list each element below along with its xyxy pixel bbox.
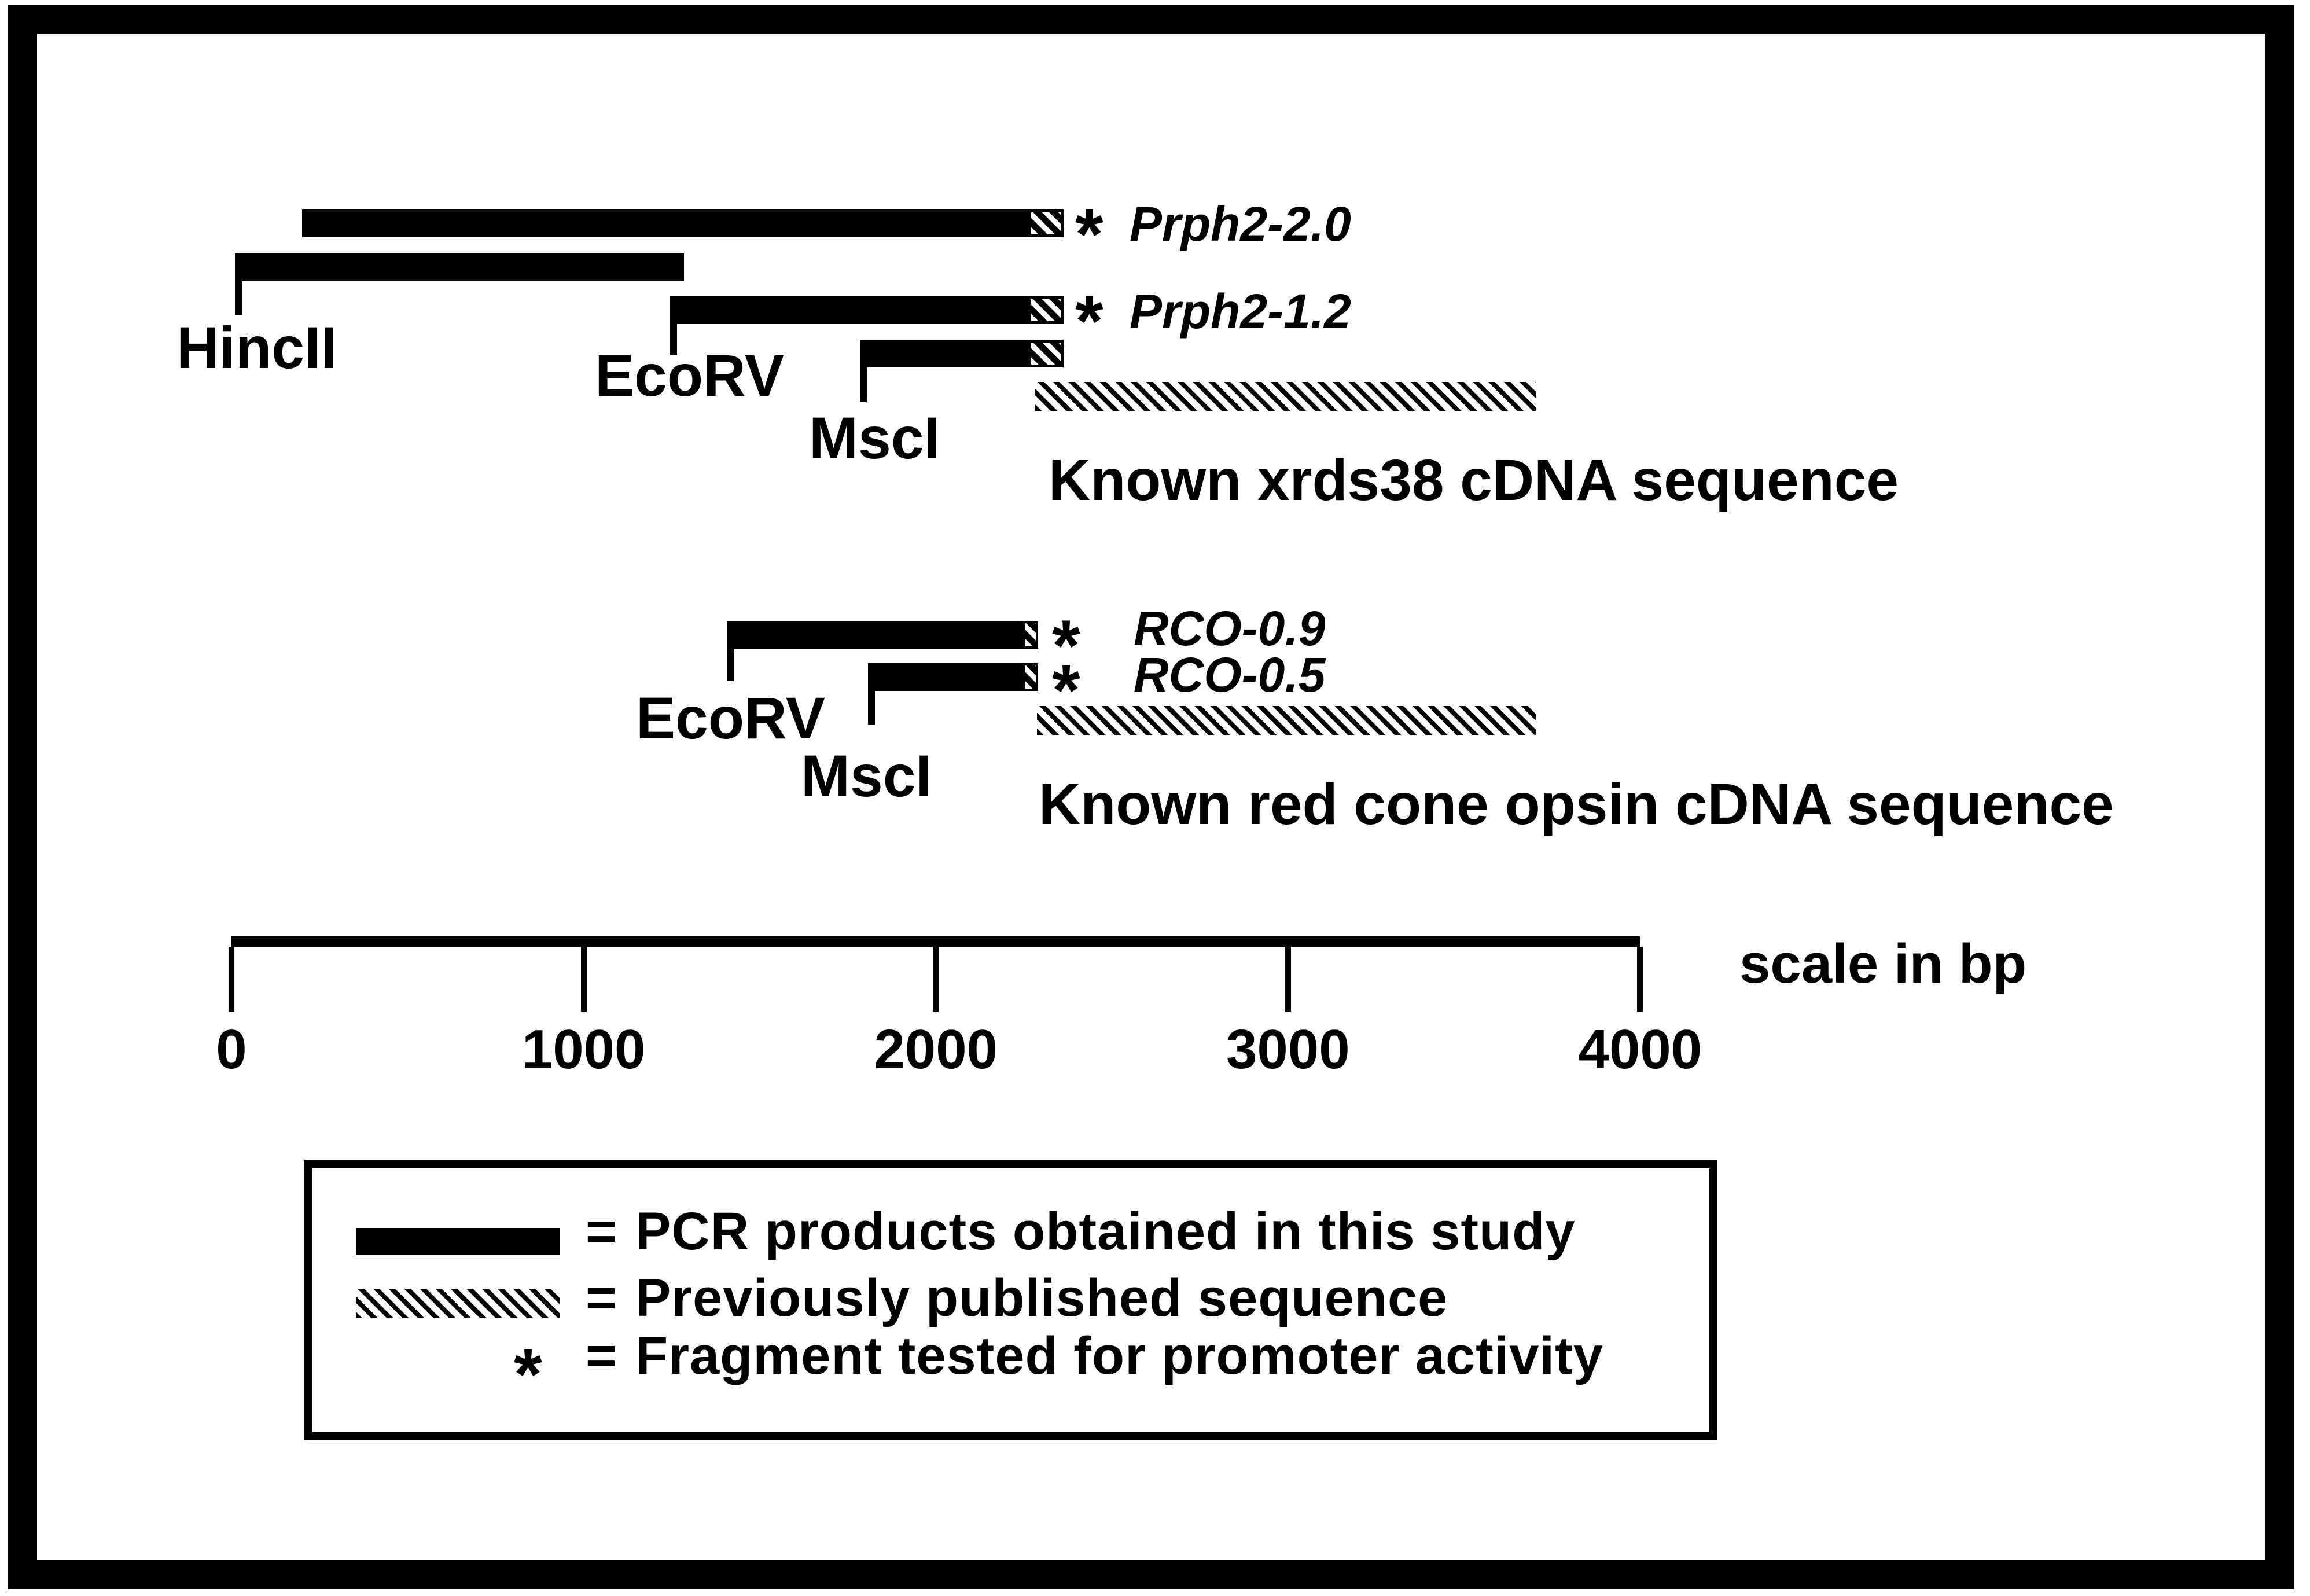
- bar-rco-0.5: [868, 663, 1039, 691]
- bar-msci-fragment: [860, 340, 1064, 367]
- bar-label-rco-0.5: RCO-0.5: [1134, 648, 1326, 702]
- bar-prph2-1.2: [670, 296, 1064, 324]
- promoter-tested-asterisk: *: [1075, 194, 1103, 275]
- checker-endcap-icon: [1031, 340, 1064, 367]
- scale-tick-label-3000: 3000: [1226, 1018, 1350, 1080]
- legend-text-published-sequence: Previously published sequence: [635, 1268, 1448, 1327]
- checker-endcap-icon: [1031, 209, 1064, 237]
- ecorv-site-line: [726, 649, 734, 681]
- scale-caption: scale in bp: [1739, 933, 2027, 995]
- legend-equals: =: [586, 1202, 617, 1261]
- legend-swatch-hatched-bar: [356, 1289, 560, 1318]
- promoter-tested-asterisk: *: [1075, 281, 1103, 362]
- legend-equals: =: [586, 1268, 617, 1327]
- hincii-site-line: [235, 281, 242, 315]
- bar-label-rco-0.9: RCO-0.9: [1134, 601, 1326, 656]
- legend-text-pcr-products: PCR products obtained in this study: [635, 1202, 1576, 1261]
- checker-endcap-icon: [1025, 621, 1039, 649]
- group-title-red-cone-opsin: Known red cone opsin cDNA sequence: [1039, 772, 2114, 837]
- scale-tick-0: [229, 947, 234, 1012]
- bar-hincii-fragment: [235, 253, 685, 281]
- legend-text-promoter-tested: Fragment tested for promoter activity: [635, 1326, 1603, 1385]
- checker-endcap-icon: [1025, 663, 1039, 691]
- published-sequence-bar-xrds38: [1035, 382, 1536, 411]
- enzyme-label-hincii: HincII: [176, 315, 337, 381]
- enzyme-label-msci: MscI: [801, 743, 932, 809]
- bar-prph2-2.0: [301, 209, 1064, 237]
- scale-axis-bar: [231, 936, 1640, 947]
- published-sequence-bar-rco: [1036, 706, 1536, 735]
- msci-site-line: [860, 367, 867, 402]
- enzyme-label-ecorv: EcoRV: [595, 343, 784, 409]
- promoter-tested-asterisk: *: [1052, 606, 1080, 686]
- figure-frame: [8, 5, 2294, 1589]
- scale-tick-label-4000: 4000: [1578, 1018, 1702, 1080]
- bar-label-prph2-1.2: Prph2-1.2: [1130, 284, 1351, 339]
- checker-endcap-icon: [1031, 296, 1064, 324]
- legend-asterisk-symbol: *: [514, 1334, 542, 1415]
- legend-swatch-solid-bar: [356, 1228, 560, 1255]
- legend-equals: =: [586, 1326, 617, 1385]
- enzyme-label-ecorv: EcoRV: [636, 685, 825, 751]
- enzyme-label-msci: MscI: [809, 405, 940, 471]
- scale-tick-4000: [1637, 947, 1643, 1012]
- ecorv-site-line: [670, 324, 677, 355]
- bar-label-prph2-2.0: Prph2-2.0: [1130, 197, 1351, 251]
- scale-tick-1000: [580, 947, 587, 1012]
- msci-site-line: [868, 691, 876, 725]
- scale-tick-label-2000: 2000: [874, 1018, 998, 1080]
- scale-tick-label-0: 0: [216, 1018, 247, 1080]
- group-title-xrds38: Known xrds38 cDNA sequence: [1049, 448, 1899, 513]
- scale-tick-label-1000: 1000: [521, 1018, 646, 1080]
- scale-tick-3000: [1285, 947, 1291, 1012]
- bar-rco-0.9: [726, 621, 1039, 649]
- scale-tick-2000: [933, 947, 939, 1012]
